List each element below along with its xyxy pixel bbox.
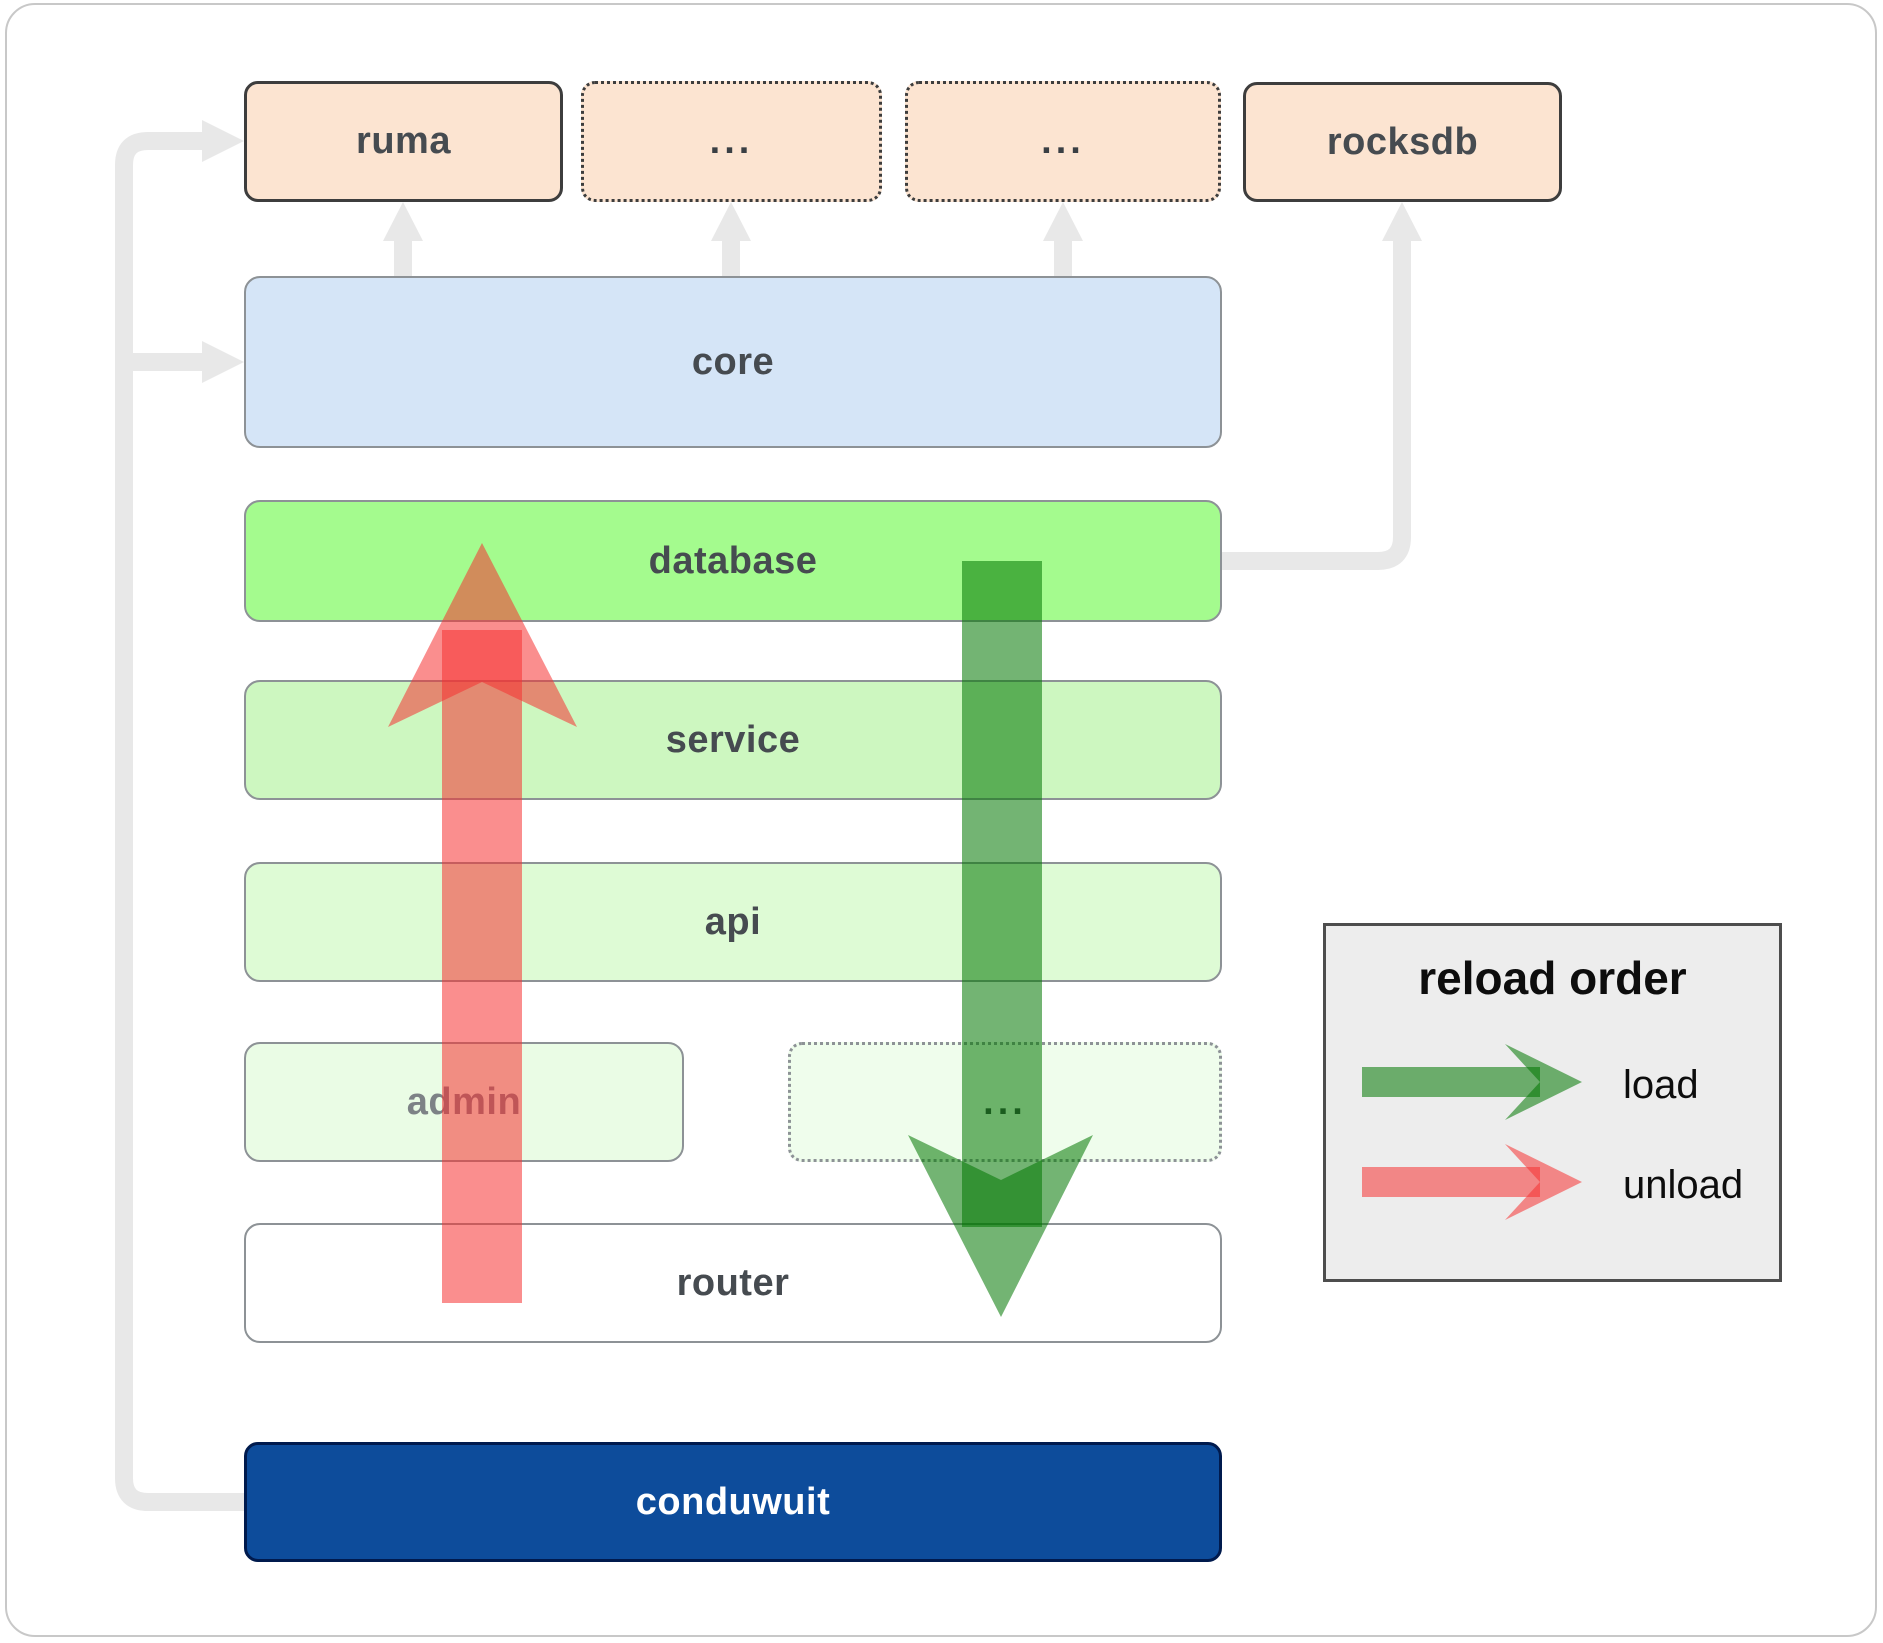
- node-rocksdb-label: rocksdb: [1326, 120, 1479, 163]
- node-service-label: service: [665, 718, 801, 761]
- node-router-label: router: [676, 1261, 790, 1304]
- legend-label-unload: unload: [1623, 1163, 1744, 1207]
- node-dots-admin: ...: [788, 1042, 1222, 1162]
- node-dots-top-1: ...: [581, 81, 882, 202]
- node-dots-top-2: ...: [905, 81, 1221, 202]
- node-conduwuit-label: conduwuit: [635, 1480, 831, 1523]
- node-core-label: core: [691, 340, 775, 383]
- node-dots-top-2-label: ...: [1041, 120, 1085, 162]
- node-ruma: ruma: [244, 81, 563, 202]
- node-core: core: [244, 276, 1222, 448]
- node-service: service: [244, 680, 1222, 800]
- node-dots-admin-label: ...: [983, 1080, 1027, 1123]
- node-api-label: api: [704, 900, 762, 943]
- legend-title: reload order: [1418, 952, 1687, 1004]
- node-rocksdb: rocksdb: [1243, 82, 1562, 202]
- legend-label-load: load: [1623, 1063, 1699, 1107]
- node-dots-top-1-label: ...: [709, 120, 754, 162]
- node-admin-label: admin: [406, 1080, 522, 1123]
- node-ruma-label: ruma: [356, 120, 451, 162]
- outer-frame: [5, 3, 1877, 1637]
- node-admin: admin: [244, 1042, 684, 1162]
- node-api: api: [244, 862, 1222, 982]
- node-database-label: database: [648, 539, 818, 582]
- legend-box: reload order load unload: [1323, 923, 1782, 1282]
- node-database: database: [244, 500, 1222, 622]
- node-conduwuit: conduwuit: [244, 1442, 1222, 1562]
- node-router: router: [244, 1223, 1222, 1343]
